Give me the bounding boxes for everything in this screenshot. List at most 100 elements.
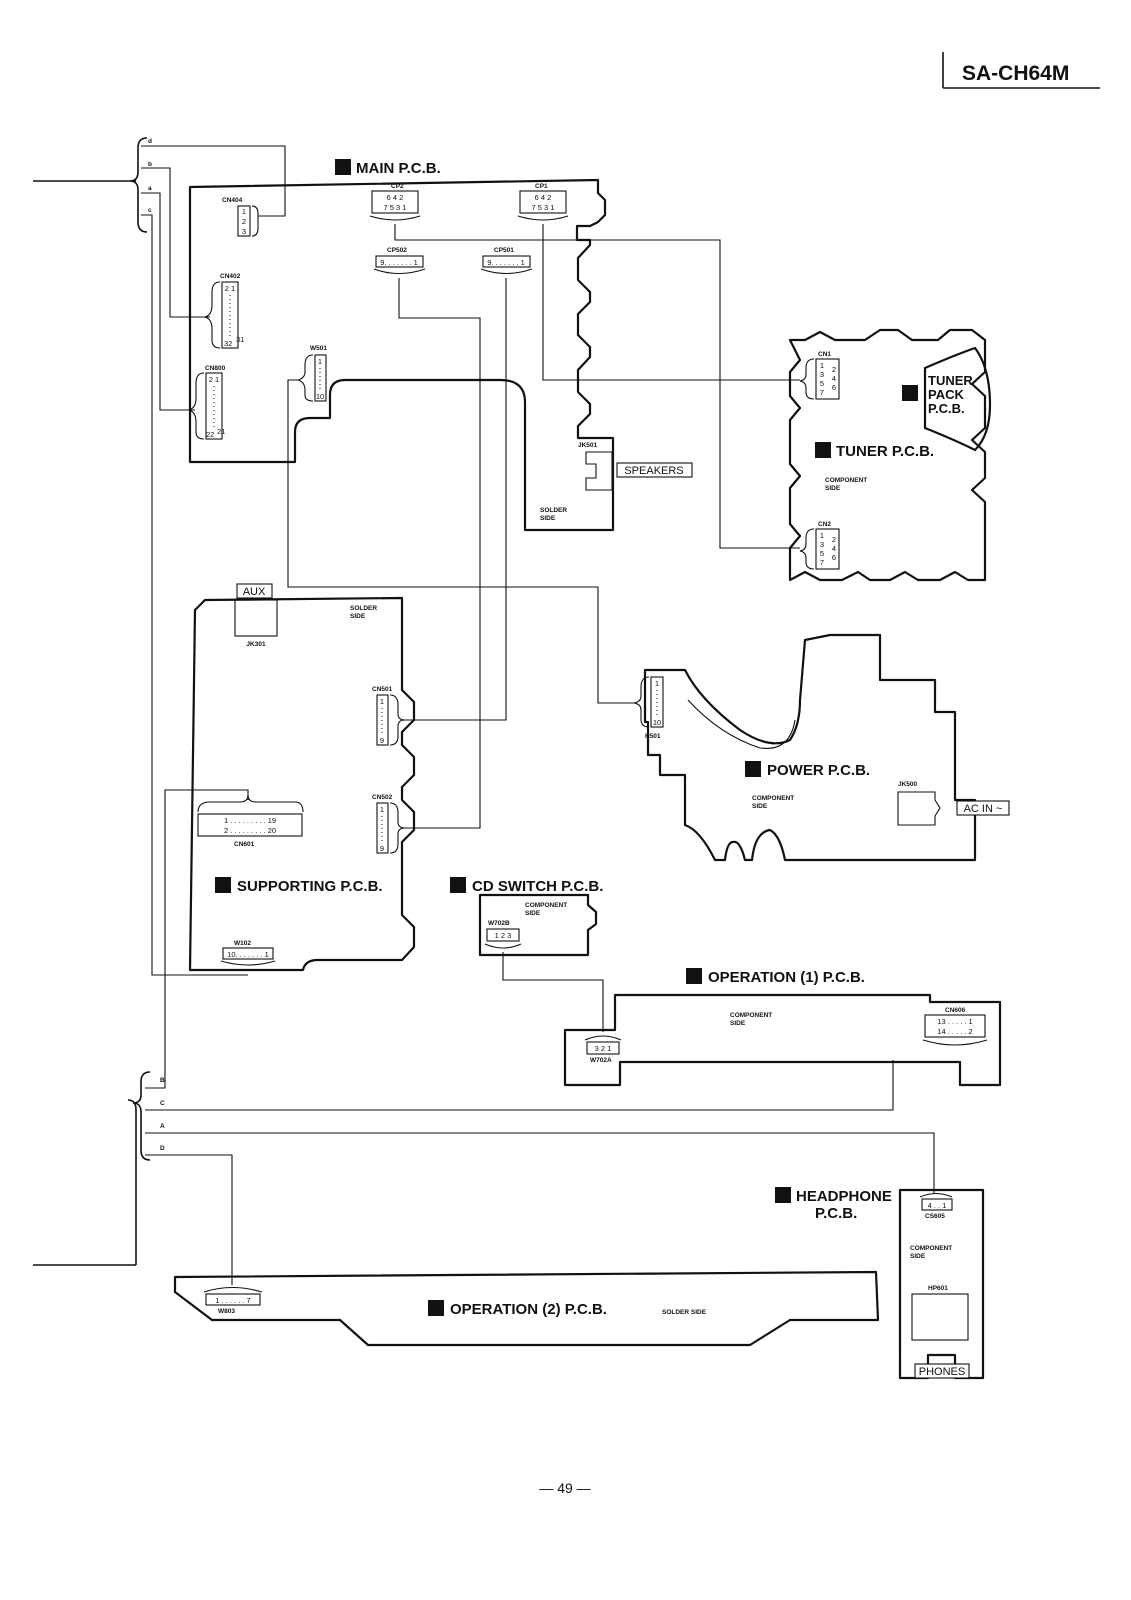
tuner-pack-name-3: P.C.B. <box>928 401 965 416</box>
svg-text:10: 10 <box>653 718 661 727</box>
cn606-label: CN606 <box>945 1007 966 1014</box>
main-pcb: S MAIN P.C.B. SOLDER SIDE CN404 1 2 3 CP… <box>187 159 693 532</box>
page-number: — 49 — <box>539 1480 590 1496</box>
tuner-pack-name-1: TUNER <box>928 373 973 388</box>
cn601 <box>197 813 303 837</box>
svg-text:3: 3 <box>242 227 246 236</box>
cn402-label: CN402 <box>220 273 241 280</box>
cp2 <box>371 190 419 214</box>
ac-in-jack <box>956 800 1010 816</box>
operation1-badge: F <box>690 970 697 984</box>
svg-text:9. . . . . . . 1: 9. . . . . . . 1 <box>487 258 525 267</box>
bus-label-a: a <box>148 185 152 192</box>
headphone-title-2: P.C.B. <box>815 1205 857 1222</box>
svg-text:1: 1 <box>380 805 384 814</box>
w102-label: W102 <box>234 940 251 947</box>
cn1-label: CN1 <box>818 351 831 358</box>
cn2-label: CN2 <box>818 521 831 528</box>
cn501-label: CN501 <box>372 686 393 693</box>
speakers-jack <box>616 462 693 478</box>
svg-text:1 . . . . . . . . . 19: 1 . . . . . . . . . 19 <box>224 816 276 825</box>
main-side-2: SIDE <box>540 515 556 522</box>
cp1 <box>519 190 567 214</box>
w501-label: W501 <box>310 345 327 352</box>
svg-text:13 . . . . . 1: 13 . . . . . 1 <box>937 1017 972 1026</box>
svg-text:1: 1 <box>380 697 384 706</box>
svg-text:4: 4 <box>832 544 836 553</box>
svg-text:1 2 3: 1 2 3 <box>495 931 512 940</box>
tuner-badge: B <box>819 444 828 458</box>
operation1-title: OPERATION (1) P.C.B. <box>708 969 865 986</box>
cs605-label: CS605 <box>925 1213 945 1220</box>
w803 <box>205 1293 261 1306</box>
svg-text:7: 7 <box>820 388 824 397</box>
headphone-badge: K <box>779 1189 788 1203</box>
supporting-badge: R <box>219 879 228 893</box>
svg-text:6: 6 <box>832 553 836 562</box>
main-side-1: SOLDER <box>540 507 567 514</box>
tuner-pack-name-2: PACK <box>928 387 964 402</box>
svg-text:6 4 2: 6 4 2 <box>387 193 404 202</box>
tuner-side-1: COMPONENT <box>825 477 867 484</box>
svg-text:1: 1 <box>820 531 824 540</box>
operation1-pcb: F OPERATION (1) P.C.B. COMPONENT SIDE CN… <box>563 968 1002 1087</box>
headphone-side-2: SIDE <box>910 1253 926 1260</box>
svg-text:SPEAKERS: SPEAKERS <box>624 465 683 477</box>
cn502-label: CN502 <box>372 794 393 801</box>
svg-text:6 4 2: 6 4 2 <box>535 193 552 202</box>
svg-text:2: 2 <box>242 217 246 226</box>
power-side-1: COMPONENT <box>752 795 794 802</box>
w702a <box>586 1041 620 1055</box>
svg-text:3: 3 <box>820 540 824 549</box>
svg-text:31: 31 <box>236 335 244 344</box>
svg-text:6: 6 <box>832 383 836 392</box>
power-pcb: 1 10 H501 J POWER P.C.B. COMPONENT SIDE … <box>633 633 1010 862</box>
svg-text:AC IN ~: AC IN ~ <box>964 803 1003 815</box>
operation1-side-2: SIDE <box>730 1020 746 1027</box>
w501 <box>314 354 327 402</box>
supporting-side-1: SOLDER <box>350 605 377 612</box>
headphone-side-1: COMPONENT <box>910 1245 952 1252</box>
main-title: MAIN P.C.B. <box>356 160 441 177</box>
w803-label: W803 <box>218 1308 235 1315</box>
cd-switch-side-2: SIDE <box>525 910 541 917</box>
cp2-label: CP2 <box>391 183 404 190</box>
supporting-title: SUPPORTING P.C.B. <box>237 878 383 895</box>
model-number: SA-CH64M <box>962 62 1069 85</box>
svg-text:5: 5 <box>820 379 824 388</box>
svg-text:7 5 3 1: 7 5 3 1 <box>532 203 555 212</box>
svg-text:9. . . . . . . 1: 9. . . . . . . 1 <box>380 258 418 267</box>
cn606 <box>924 1014 986 1038</box>
power-title: POWER P.C.B. <box>767 762 870 779</box>
supporting-side-2: SIDE <box>350 613 366 620</box>
jk301-label: JK301 <box>246 641 266 648</box>
svg-text:4 . . 1: 4 . . 1 <box>928 1201 947 1210</box>
svg-text:22: 22 <box>206 430 214 439</box>
w102 <box>222 947 274 960</box>
operation1-side-1: COMPONENT <box>730 1012 772 1019</box>
svg-text:PHONES: PHONES <box>919 1366 965 1378</box>
bus-label-B: B <box>160 1077 165 1084</box>
cp1-label: CP1 <box>535 183 548 190</box>
phones-jack <box>914 1363 970 1379</box>
svg-text:10. . . . . . . 1: 10. . . . . . . 1 <box>227 950 269 959</box>
h501-label: H501 <box>645 733 661 740</box>
headphone-title-1: HEADPHONE <box>796 1188 892 1205</box>
hp601-label: HP601 <box>928 1285 948 1292</box>
svg-text:AUX: AUX <box>243 586 266 598</box>
operation2-side: SOLDER SIDE <box>662 1309 707 1316</box>
cd-switch-side-1: COMPONENT <box>525 902 567 909</box>
svg-text:2 1: 2 1 <box>209 375 219 384</box>
svg-text:4: 4 <box>832 374 836 383</box>
tuner-pcb: T TUNER PACK P.C.B. B TUNER P.C.B. COMPO… <box>788 328 992 582</box>
power-badge: J <box>750 763 757 777</box>
cn1 <box>815 358 840 400</box>
bus-label-C: C <box>160 1100 165 1107</box>
svg-text:10: 10 <box>316 392 324 401</box>
svg-text:2: 2 <box>832 365 836 374</box>
cn404-label: CN404 <box>222 197 243 204</box>
svg-text:9: 9 <box>380 736 384 745</box>
svg-text:1: 1 <box>655 679 659 688</box>
svg-text:21: 21 <box>217 427 225 436</box>
